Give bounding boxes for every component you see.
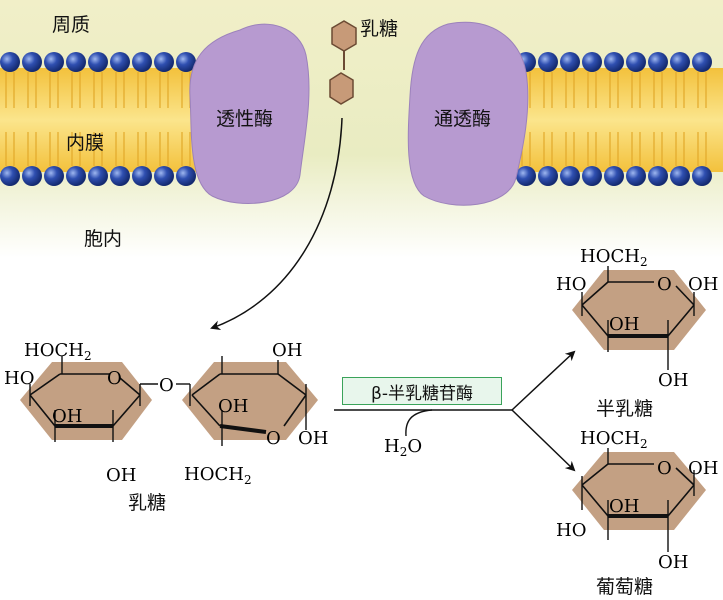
water-input-curve bbox=[405, 409, 433, 437]
lactose-ring2-oh-inner: OH bbox=[218, 396, 248, 417]
phospholipid-head bbox=[44, 166, 64, 186]
cytoplasm-label: 胞内 bbox=[84, 228, 123, 250]
phospholipid-head bbox=[560, 52, 580, 72]
phospholipid-head bbox=[176, 166, 196, 186]
phospholipid-head bbox=[560, 166, 580, 186]
phospholipid-head bbox=[670, 166, 690, 186]
lactose-name-label: 乳糖 bbox=[128, 492, 167, 514]
phospholipid-head bbox=[604, 52, 624, 72]
transporter-label: 通透酶 bbox=[434, 108, 492, 130]
galactose-ho: HO bbox=[556, 274, 586, 295]
lactose-top-label: 乳糖 bbox=[360, 18, 399, 40]
galactose-hoch2: HOCH2 bbox=[580, 246, 648, 269]
transporter-protein bbox=[407, 22, 529, 206]
phospholipid-head bbox=[0, 166, 20, 186]
permease-protein bbox=[189, 23, 310, 204]
phospholipid-head bbox=[626, 166, 646, 186]
phospholipid-head bbox=[692, 166, 712, 186]
phospholipid-head bbox=[538, 166, 558, 186]
lactose-ring2-oh-right: OH bbox=[298, 428, 328, 449]
phospholipid-head bbox=[44, 52, 64, 72]
lactose-ring1-ho: HO bbox=[4, 368, 34, 389]
lactose-ring2-oh-top: OH bbox=[272, 340, 302, 361]
glucose-oh-inner: OH bbox=[609, 496, 639, 517]
phospholipid-head bbox=[132, 166, 152, 186]
phospholipid-head bbox=[626, 52, 646, 72]
phospholipid-head bbox=[648, 166, 668, 186]
galactose-ring-oxygen: O bbox=[657, 274, 672, 295]
glucose-hoch2: HOCH2 bbox=[580, 428, 648, 451]
phospholipid-head bbox=[154, 166, 174, 186]
glucose-ho: HO bbox=[556, 520, 586, 541]
arrow-to-galactose bbox=[511, 350, 576, 411]
galactose-name-label: 半乳糖 bbox=[596, 398, 654, 420]
permease-label: 透性酶 bbox=[216, 108, 274, 130]
phospholipid-head bbox=[22, 166, 42, 186]
glucose-name-label: 葡萄糖 bbox=[596, 576, 654, 598]
lactose-ring1-oh-inner: OH bbox=[52, 406, 82, 427]
phospholipid-head bbox=[604, 166, 624, 186]
lipid-tails bbox=[5, 72, 707, 166]
phospholipid-head bbox=[66, 52, 86, 72]
phospholipid-head bbox=[670, 52, 690, 72]
phospholipid-head bbox=[582, 166, 602, 186]
lipid-bilayer bbox=[0, 52, 723, 186]
transport-arrow bbox=[210, 117, 343, 330]
phospholipid-head bbox=[516, 166, 536, 186]
lactose-ring1-ring-oxygen: O bbox=[107, 368, 122, 389]
lactose-bridge-oxygen: O bbox=[159, 375, 174, 396]
lactose-ring1-oh-bottom: OH bbox=[106, 465, 136, 486]
lactose-ring2-ring-oxygen: O bbox=[266, 428, 281, 449]
lactose-glucose-ring: HOCH2 HO O OH OH bbox=[4, 340, 158, 486]
phospholipid-head bbox=[88, 52, 108, 72]
lactose-galactose-ring: OH OH O OH HOCH2 bbox=[182, 340, 328, 487]
phospholipid-head bbox=[0, 52, 20, 72]
glucose-oh-bottom: OH bbox=[658, 552, 688, 573]
phospholipid-head bbox=[22, 52, 42, 72]
phospholipid-head bbox=[692, 52, 712, 72]
phospholipid-head bbox=[88, 166, 108, 186]
periplasm-label: 周质 bbox=[52, 14, 91, 36]
phospholipid-heads bbox=[0, 52, 712, 186]
phospholipid-head bbox=[132, 52, 152, 72]
water-label: H2O bbox=[384, 436, 422, 459]
inner-membrane-label: 内膜 bbox=[66, 132, 105, 154]
galactose-oh-right: OH bbox=[688, 274, 718, 295]
beta-galactosidase-box: β-半乳糖苷酶 bbox=[342, 377, 502, 405]
arrow-to-glucose bbox=[511, 409, 576, 472]
galactose-oh-inner: OH bbox=[609, 314, 639, 335]
phospholipid-head bbox=[66, 166, 86, 186]
lactose-ring1-hoch2: HOCH2 bbox=[24, 340, 92, 363]
lactose-hexagon-icon bbox=[329, 20, 357, 105]
glucose-ring: HOCH2 O OH HO OH OH bbox=[556, 428, 718, 573]
phospholipid-head bbox=[582, 52, 602, 72]
phospholipid-head bbox=[648, 52, 668, 72]
lactose-ring2-hoch2: HOCH2 bbox=[184, 464, 252, 487]
glucose-oh-right: OH bbox=[688, 458, 718, 479]
glucose-ring-oxygen: O bbox=[657, 458, 672, 479]
phospholipid-head bbox=[176, 52, 196, 72]
galactose-oh-bottom: OH bbox=[658, 370, 688, 391]
bilayer-tails-left bbox=[0, 68, 210, 172]
phospholipid-head bbox=[538, 52, 558, 72]
phospholipid-head bbox=[110, 166, 130, 186]
phospholipid-head bbox=[110, 52, 130, 72]
galactose-ring: HOCH2 HO O OH OH OH bbox=[556, 246, 718, 391]
phospholipid-head bbox=[154, 52, 174, 72]
beta-galactosidase-label: β-半乳糖苷酶 bbox=[371, 383, 473, 404]
